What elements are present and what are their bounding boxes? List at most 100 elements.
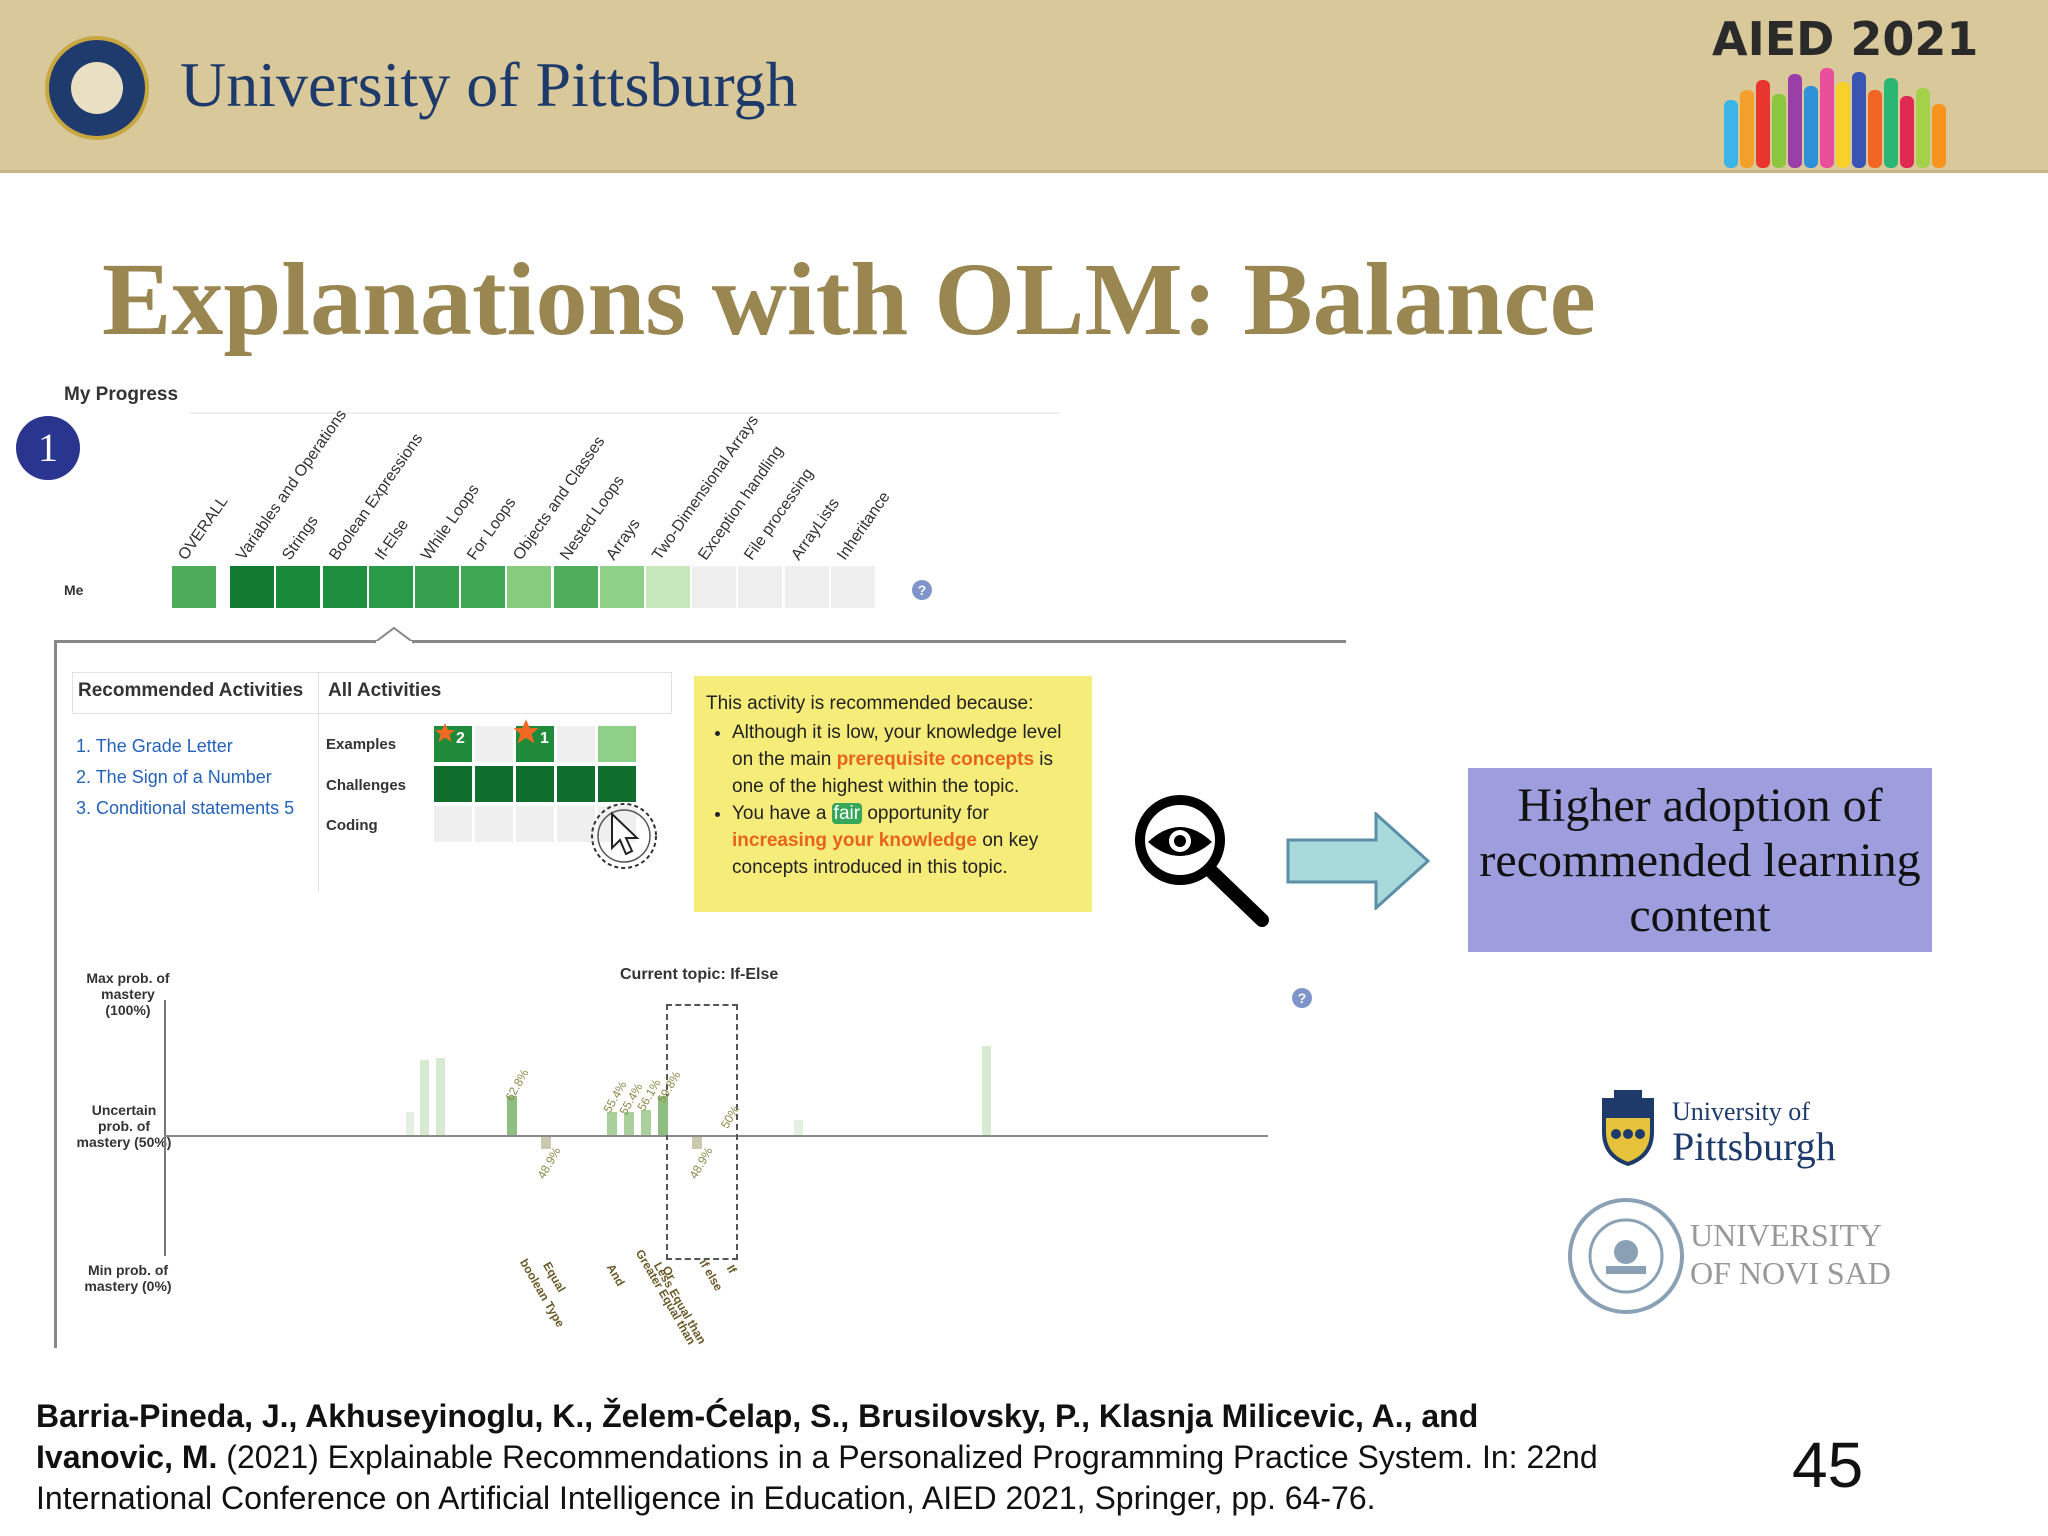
mouse-cursor-icon	[591, 803, 657, 869]
magnifier-eye-icon	[1135, 795, 1269, 927]
activity-cell[interactable]	[516, 766, 554, 802]
activity-cell[interactable]	[475, 766, 513, 802]
recommended-item-2[interactable]: 2. The Sign of a Number	[76, 767, 272, 787]
star-icon	[435, 723, 455, 742]
example-badge-count-2: 1	[540, 730, 549, 747]
topic-progress-cell[interactable]	[784, 566, 829, 608]
novi-logo-line1: UNIVERSITY	[1690, 1217, 1882, 1253]
row-label-coding: Coding	[326, 817, 378, 834]
panel-top-right	[412, 640, 1346, 643]
panel-top-left	[54, 640, 376, 643]
row-label-examples: Examples	[326, 736, 397, 753]
raised-hands-icon	[1724, 68, 1946, 168]
citation-authors-2: Ivanovic, M.	[36, 1439, 218, 1475]
header-divider	[0, 170, 2048, 173]
topic-progress-cell[interactable]	[322, 566, 367, 608]
bullet-1-text-a: Although it is low, your knowledge level…	[732, 722, 1062, 770]
topic-label: OVERALL	[175, 493, 232, 564]
activity-cell[interactable]	[434, 806, 472, 842]
topic-label: If-Else	[372, 516, 412, 564]
novi-logo-line2: OF NOVI SAD	[1690, 1255, 1891, 1291]
topic-progress-cell[interactable]	[692, 566, 737, 608]
right-arrow-icon	[1286, 812, 1430, 910]
explanation-intro: This activity is recommended because:	[706, 693, 1034, 714]
topic-progress-cell[interactable]	[230, 566, 275, 608]
concept-chart-title: Current topic: If-Else	[620, 966, 779, 983]
pitt-logo-line2: Pittsburgh	[1672, 1124, 1836, 1169]
explanation-bullet-1: Although it is low, your knowledge level…	[732, 719, 1078, 800]
pitt-logo-text: University of Pittsburgh	[1672, 1098, 1836, 1168]
topic-progress-cell[interactable]	[276, 566, 321, 608]
citation-venue: International Conference on Artificial I…	[36, 1480, 1376, 1516]
page-number: 45	[1792, 1429, 1864, 1501]
concept-bar	[624, 1112, 634, 1135]
progress-divider	[190, 412, 1060, 414]
panel-pointer-icon	[374, 626, 414, 644]
increasing-knowledge-highlight: increasing your knowledge	[732, 830, 977, 851]
star-icon	[513, 719, 539, 744]
topic-progress-cell[interactable]	[415, 566, 459, 608]
activity-cell[interactable]	[598, 726, 636, 762]
activity-cell[interactable]	[475, 726, 513, 762]
concept-bar	[607, 1112, 617, 1135]
activity-cell[interactable]	[557, 726, 595, 762]
topic-progress-cell[interactable]	[738, 566, 783, 608]
chart-help-icon[interactable]: ?	[1292, 988, 1312, 1008]
topic-label: Arrays	[603, 515, 644, 564]
me-row-label: Me	[64, 582, 84, 598]
concept-bar	[982, 1046, 991, 1135]
bullet-2-text-c: on key concepts introduced in this topic…	[732, 830, 1039, 878]
concept-bar	[794, 1120, 803, 1135]
topic-progress-cell[interactable]	[507, 566, 552, 608]
tab-recommended-activities[interactable]: Recommended Activities	[78, 680, 304, 701]
topic-progress-cell[interactable]	[646, 566, 690, 608]
university-name: University of Pittsburgh	[180, 49, 798, 120]
tab-all-activities[interactable]: All Activities	[328, 680, 442, 701]
recommended-item-1[interactable]: 1. The Grade Letter	[76, 736, 233, 756]
y-label-uncertain: Uncertain prob. of mastery (50%)	[76, 1102, 172, 1150]
bullet-2-text-b: opportunity for	[862, 803, 989, 824]
progress-help-icon[interactable]: ?	[912, 580, 932, 600]
conference-name: AIED 2021	[1712, 12, 1979, 66]
row-label-challenges: Challenges	[326, 777, 407, 794]
university-seal-icon	[45, 36, 149, 140]
citation-title: (2021) Explainable Recommendations in a …	[217, 1439, 1598, 1475]
activity-cell[interactable]	[598, 766, 636, 802]
chart-y-axis	[164, 1000, 166, 1256]
citation-authors-1: Barria-Pineda, J., Akhuseyinoglu, K., Že…	[36, 1398, 1479, 1434]
activity-cell[interactable]	[475, 806, 513, 842]
y-label-min: Min prob. of mastery (0%)	[84, 1262, 172, 1294]
topic-label: Boolean Expressions	[325, 430, 426, 564]
activity-cell[interactable]	[434, 766, 472, 802]
topic-progress-cell[interactable]	[599, 566, 644, 608]
activity-cell[interactable]	[516, 806, 554, 842]
example-badge-count-1: 2	[456, 730, 465, 747]
topic-progress-cell[interactable]	[368, 566, 413, 608]
concept-bar	[507, 1096, 517, 1135]
adoption-callout: Higher adoption of recommended learning …	[1468, 768, 1932, 952]
recommended-item-3[interactable]: 3. Conditional statements 5	[76, 798, 295, 818]
seal-shield-icon	[71, 62, 123, 114]
topic-progress-cell[interactable]	[172, 566, 216, 608]
current-topic-frame	[666, 1004, 738, 1260]
prerequisite-highlight: prerequisite concepts	[836, 749, 1035, 770]
topic-label: Strings	[279, 512, 323, 564]
novi-sad-seal-icon	[1568, 1198, 1684, 1314]
topic-progress-cell[interactable]	[461, 566, 506, 608]
topic-progress-cell[interactable]	[553, 566, 598, 608]
concept-bar	[692, 1137, 702, 1149]
bullet-2-text-a: You have a	[732, 803, 832, 824]
tab-separator	[318, 672, 319, 892]
chart-baseline	[164, 1135, 1268, 1137]
concept-bar	[658, 1096, 668, 1135]
slide-title: Explanations with OLM: Balance	[102, 242, 1596, 357]
bullet-1-text-b: is one of the highest within the topic.	[732, 749, 1054, 797]
topic-progress-cell[interactable]	[830, 566, 875, 608]
y-label-max: Max prob. of mastery (100%)	[86, 970, 170, 1018]
explanation-bullet-2: You have a fair opportunity for increasi…	[732, 800, 1078, 881]
activity-cell[interactable]	[557, 806, 595, 842]
activity-cell[interactable]	[557, 766, 595, 802]
concept-bar	[641, 1110, 651, 1135]
activity-tabs	[72, 672, 672, 714]
concept-bar	[406, 1112, 414, 1135]
